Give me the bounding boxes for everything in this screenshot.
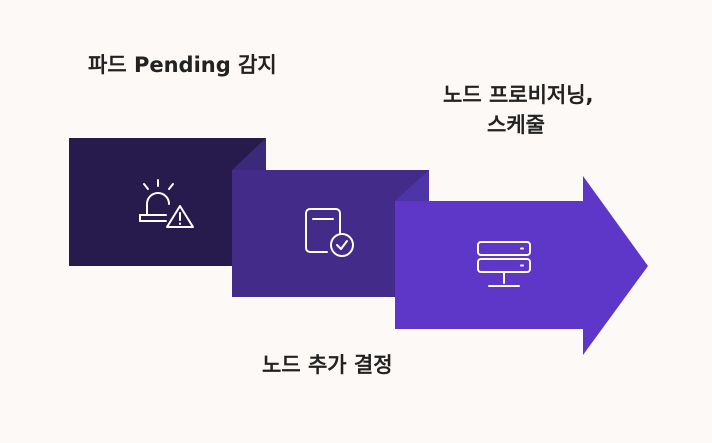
fold-1 — [232, 138, 266, 170]
step-3-label-line-2: 스케줄 — [487, 113, 545, 137]
step-3-label: 노드 프로비저닝, 스케줄 — [443, 80, 594, 140]
step-2-label: 노드 추가 결정 — [262, 353, 393, 377]
step-3-label-line-1: 노드 프로비저닝, — [443, 83, 594, 107]
server-icon — [477, 241, 531, 287]
step-1-label: 파드 Pending 감지 — [88, 53, 277, 77]
fold-2 — [395, 170, 429, 201]
alarm-warning-icon — [139, 179, 194, 228]
document-check-icon — [305, 208, 354, 257]
